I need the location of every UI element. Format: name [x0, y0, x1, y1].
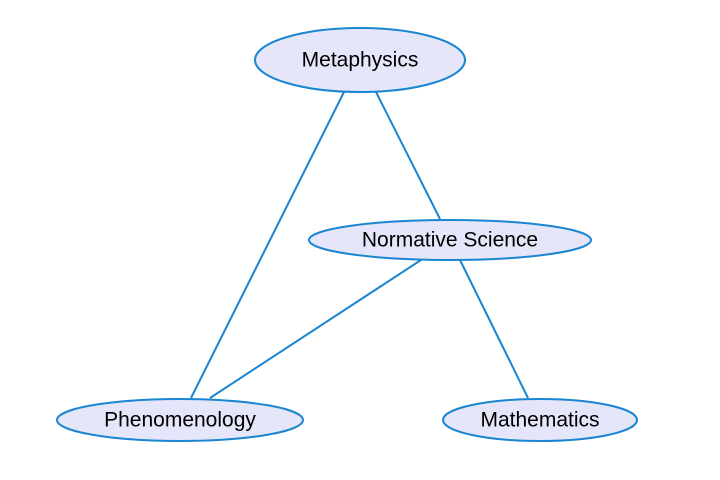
- node-metaphysics[interactable]: Metaphysics: [254, 27, 466, 93]
- edge-metaphysics-normative-science: [375, 91, 441, 220]
- edge-normative-science-phenomenology: [209, 259, 422, 399]
- node-normative-science[interactable]: Normative Science: [308, 219, 592, 261]
- node-label: Phenomenology: [104, 409, 256, 432]
- edge-metaphysics-phenomenology: [190, 91, 345, 399]
- node-mathematics[interactable]: Mathematics: [442, 398, 638, 442]
- node-label: Normative Science: [362, 229, 538, 252]
- edge-normative-science-mathematics: [459, 259, 529, 399]
- node-phenomenology[interactable]: Phenomenology: [56, 398, 304, 442]
- node-label: Metaphysics: [302, 49, 419, 72]
- node-label: Mathematics: [480, 409, 599, 432]
